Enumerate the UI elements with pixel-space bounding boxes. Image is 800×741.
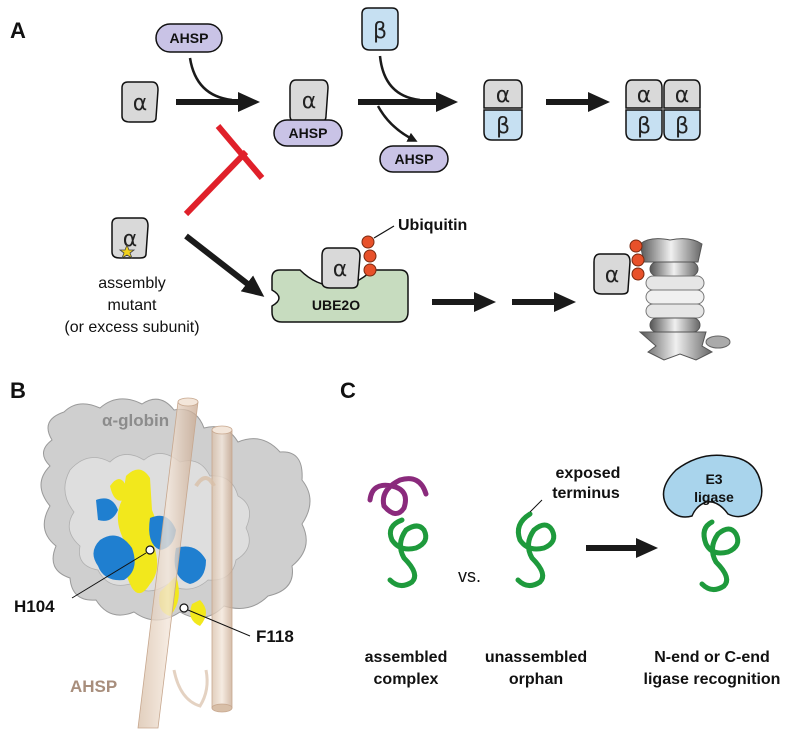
hemoglobin-tetramer: α α β β (625, 79, 701, 141)
svg-text:ligase: ligase (694, 489, 734, 505)
svg-text:AHSP: AHSP (170, 30, 209, 46)
f118-label: F118 (256, 627, 294, 646)
svg-text:β: β (675, 114, 689, 139)
panel-b-label: B (10, 378, 26, 403)
orphan-label-line2: orphan (509, 671, 563, 688)
ubiquitin-chain-icon (361, 235, 377, 277)
h104-label: H104 (14, 597, 55, 616)
panel-a-label: A (10, 18, 26, 43)
ahsp-pill-incoming: AHSP (155, 23, 223, 53)
ube2o-enzyme: UBE2O (271, 269, 409, 323)
alpha-ahsp-complex: α AHSP (273, 79, 343, 147)
arrow-ahsp-release (376, 105, 418, 142)
mutant-label-line3: (or excess subunit) (64, 319, 199, 336)
svg-text:AHSP: AHSP (289, 125, 328, 141)
assembled-complex-icon (367, 476, 429, 588)
exposed-label-line2: terminus (552, 485, 620, 502)
panel-c-label: C (340, 378, 356, 403)
arrow-to-ube2o (184, 233, 265, 297)
svg-text:AHSP: AHSP (395, 151, 434, 167)
svg-text:β: β (496, 114, 510, 139)
svg-text:α: α (302, 89, 317, 114)
arrow-beta-join (378, 55, 421, 102)
proteasome-icon (638, 238, 731, 361)
helix-cylinder-icon (137, 397, 233, 729)
assembled-label-line2: complex (374, 671, 439, 688)
vs-label: vs. (458, 566, 481, 586)
alpha-beta-dimer: α β (483, 79, 523, 141)
mutant-label-line1: assembly (98, 275, 166, 292)
alpha-on-ube2o: α (321, 247, 361, 289)
ubiquitin-leader (373, 225, 395, 239)
orphan-label-line1: unassembled (485, 649, 587, 666)
exposed-label-line1: exposed (556, 465, 621, 482)
assembled-label-line1: assembled (365, 649, 448, 666)
svg-text:α: α (605, 263, 620, 288)
alpha-at-proteasome: α (593, 239, 645, 295)
svg-text:α: α (133, 91, 148, 116)
ubiquitin-label: Ubiquitin (398, 217, 467, 234)
h104-marker (145, 545, 155, 555)
recognition-label-line2: ligase recognition (644, 671, 781, 688)
orphan-chain-icon (515, 511, 557, 588)
recognized-chain-icon (699, 519, 741, 592)
h104-leader (71, 552, 147, 599)
inhibition-symbol (183, 124, 265, 217)
f118-marker (179, 603, 189, 613)
svg-text:UBE2O: UBE2O (312, 297, 360, 313)
svg-text:α: α (675, 83, 690, 108)
svg-text:α: α (496, 83, 511, 108)
star-icon (118, 243, 136, 259)
beta-subunit-incoming: β (361, 7, 399, 51)
recognition-label-line1: N-end or C-end (654, 649, 770, 666)
svg-text:β: β (637, 114, 651, 139)
terminus-leader (529, 499, 543, 513)
svg-text:α: α (123, 227, 138, 252)
f118-leader (187, 609, 251, 637)
alpha-mutant: α (111, 217, 149, 259)
svg-text:α: α (333, 257, 348, 282)
arrow-ahsp-join (188, 57, 233, 102)
svg-text:E3: E3 (705, 471, 722, 487)
alpha-globin-label: α-globin (102, 411, 169, 430)
ahsp-pill-released: AHSP (379, 145, 449, 173)
e3-ligase-icon: E3 ligase (662, 454, 763, 518)
svg-text:α: α (637, 83, 652, 108)
alpha-subunit-free: α (121, 81, 159, 123)
ahsp-structure-label: AHSP (70, 677, 117, 696)
svg-text:β: β (373, 19, 387, 44)
mutant-label-line2: mutant (108, 297, 157, 314)
